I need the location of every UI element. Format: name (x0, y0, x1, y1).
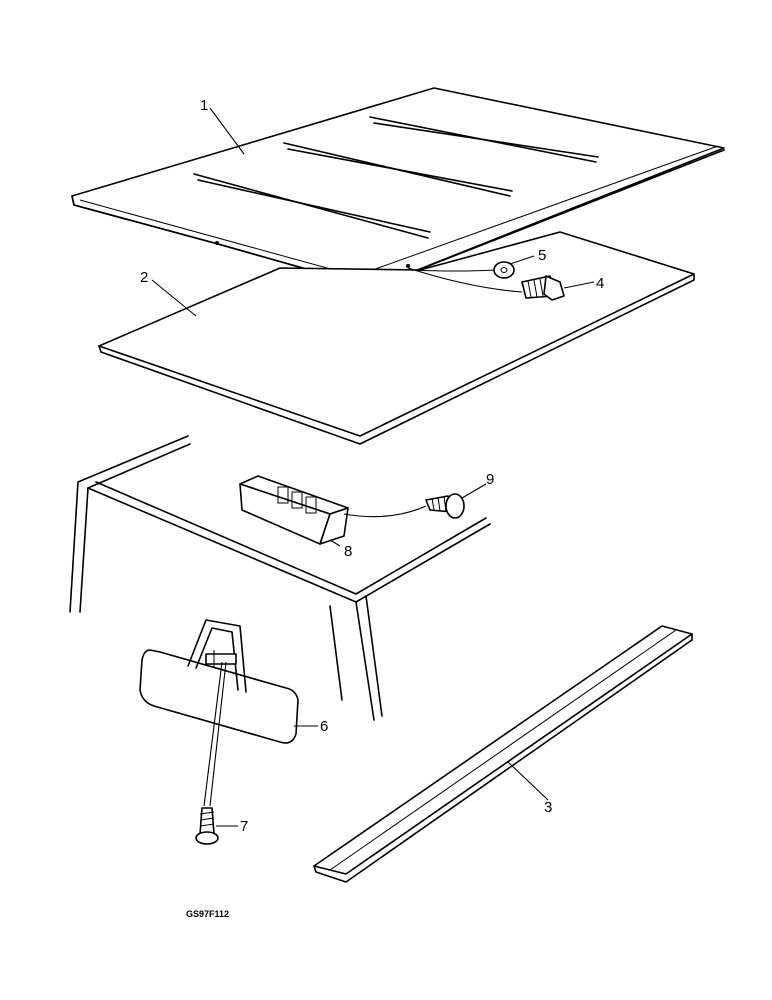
screw (425, 493, 465, 519)
visor-screw (195, 807, 219, 845)
bolt (521, 275, 565, 301)
callout-8: 8 (344, 543, 352, 560)
callout-6: 6 (320, 718, 328, 735)
callout-5: 5 (538, 247, 546, 264)
callout-3: 3 (544, 799, 552, 816)
callout-7: 7 (240, 818, 248, 835)
callout-2: 2 (140, 269, 148, 286)
drawing-code: GS97F112 (186, 909, 229, 919)
roof-panel (71, 87, 725, 293)
callout-1: 1 (200, 97, 208, 114)
light-housing (239, 475, 349, 545)
callout-9: 9 (486, 471, 494, 488)
callout-4: 4 (596, 275, 604, 292)
cab-frame (69, 435, 491, 721)
sun-visor (139, 619, 299, 744)
trim-strip (313, 625, 693, 883)
washer (493, 261, 515, 279)
